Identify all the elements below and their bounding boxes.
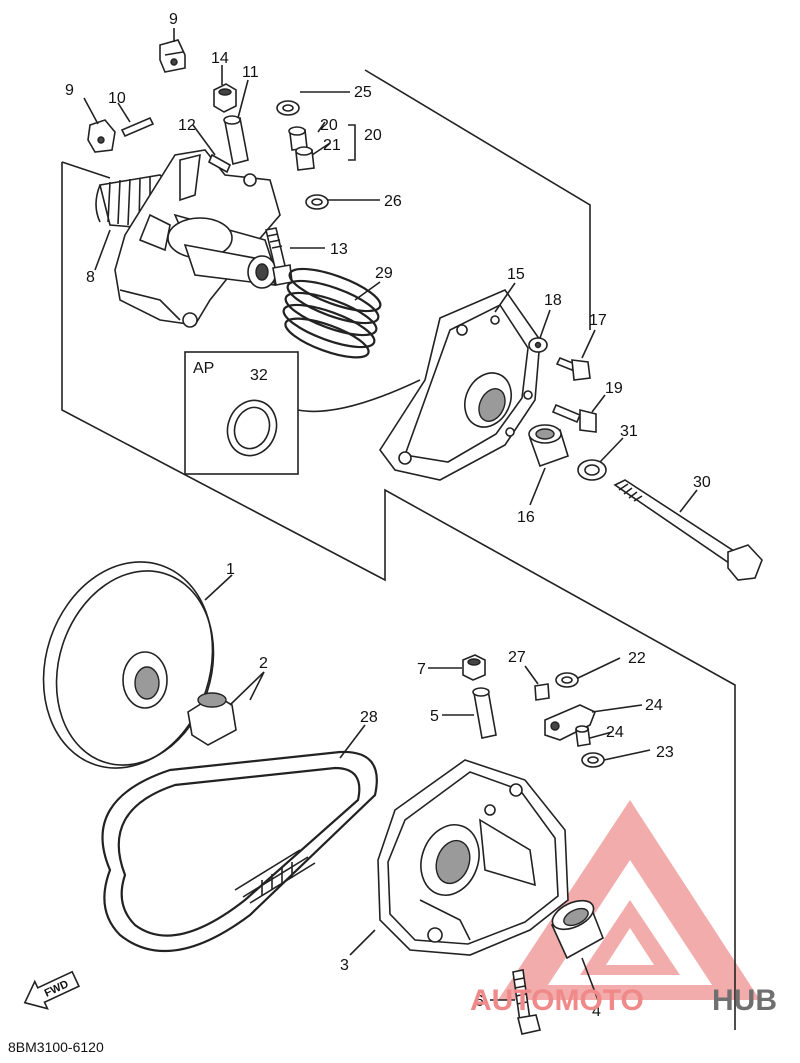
callout-16: 16 (517, 509, 535, 526)
part-17-bolt (555, 356, 591, 381)
watermark-text-hub: HUB (712, 984, 777, 1017)
callout-17: 17 (589, 312, 607, 329)
callout-12: 12 (178, 117, 196, 134)
callout-23: 21 (323, 137, 341, 154)
watermark-text-automoto: AUTOMOTO (470, 984, 644, 1017)
callout-32: 32 (250, 367, 268, 384)
part-24-washer-bottom (305, 194, 329, 210)
callout-14: 14 (211, 50, 229, 67)
part-4-bushing (550, 899, 605, 960)
callout-25: 24 (645, 697, 663, 714)
forward-direction-arrow: FWD (23, 970, 81, 1010)
part-16-bushing (528, 424, 569, 468)
callout-26: 24 (606, 724, 624, 741)
callout-29: 28 (360, 709, 378, 726)
callout-9: 9 (169, 11, 178, 28)
part-5-collar (472, 687, 497, 739)
leader-lines (83, 28, 698, 1001)
callout-28: 29 (375, 265, 393, 282)
callout-18: 18 (544, 292, 562, 309)
part-2-bushing (187, 692, 237, 746)
callout-21: 20 (364, 127, 382, 144)
callout-24: 26 (384, 193, 402, 210)
callout-3: 3 (340, 957, 349, 974)
inset-ap-box (184, 351, 421, 475)
part-30-bolt (613, 479, 763, 581)
assembly-frame (61, 69, 736, 1030)
callout-8: 8 (86, 269, 95, 286)
callout-27: 27 (508, 649, 526, 666)
part-24-washer-top (276, 100, 300, 116)
part-10-pin (120, 116, 155, 138)
part-20-washer-bottom (581, 752, 605, 768)
callout-5: 5 (430, 708, 439, 725)
callout-6: 6 (475, 993, 484, 1010)
diagram-code: 8BM3100-6120 (8, 1039, 104, 1055)
part-9-slider-left (87, 119, 116, 153)
callout-1: 1 (226, 561, 235, 578)
callout-20: 22 (628, 650, 646, 667)
part-7-nut (462, 654, 486, 681)
part-27-pin (534, 683, 550, 701)
part-9-slider-top (159, 39, 186, 73)
part-31-washer (577, 459, 607, 481)
part-8-secondary-hub (95, 149, 281, 328)
part-14-nut (213, 83, 237, 113)
callout-9: 9 (65, 82, 74, 99)
callout-31: 31 (620, 423, 638, 440)
callout-10: 10 (108, 90, 126, 107)
callout-11: 11 (242, 64, 259, 81)
callout-7: 7 (417, 661, 426, 678)
part-29-v-belt (101, 750, 378, 953)
part-1-fixed-sheave (42, 561, 215, 769)
callout-4: 4 (592, 1003, 601, 1020)
part-18-washer (528, 337, 548, 353)
part-3-sliding-sheave (377, 759, 569, 956)
part-28-spring (282, 267, 382, 359)
part-11-collar (223, 115, 249, 165)
part-15-cover (379, 289, 541, 481)
callout-19: 19 (605, 380, 623, 397)
callout-22: 20 (320, 117, 338, 134)
part-26-roller (575, 725, 591, 747)
part-25-arm (544, 704, 597, 741)
part-20-washer-top (555, 672, 579, 688)
callout-24: 25 (354, 84, 372, 101)
part-6-bolt (512, 969, 541, 1035)
inset-ap-label: AP (193, 360, 214, 377)
callout-2: 2 (259, 655, 268, 672)
part-12-pin (207, 153, 232, 174)
callout-30: 30 (693, 474, 711, 491)
callout-20: 23 (656, 744, 674, 761)
part-23-roller (295, 146, 315, 171)
callout-13: 13 (330, 241, 348, 258)
part-19-bolt (551, 403, 597, 433)
callout-15: 15 (507, 266, 525, 283)
